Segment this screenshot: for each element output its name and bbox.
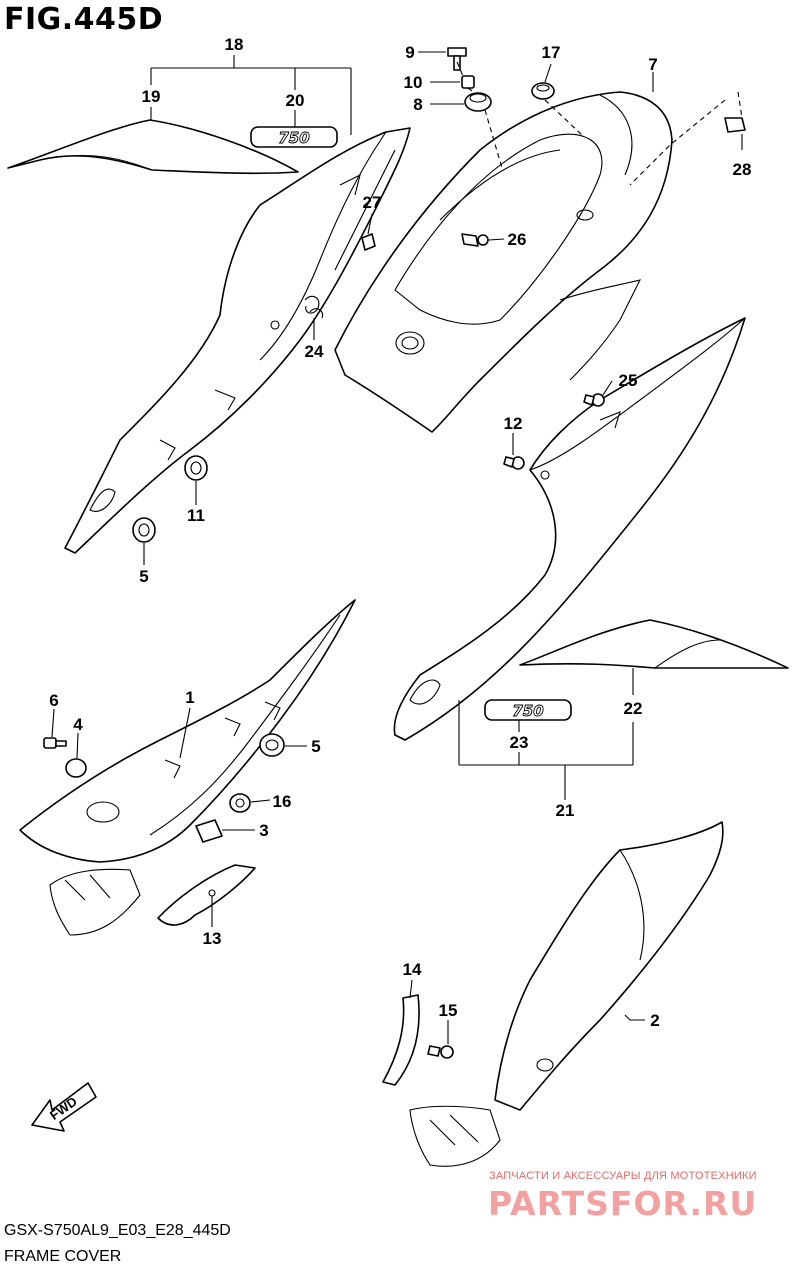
part-21-right-cover <box>393 317 746 741</box>
part-18-left-cover <box>64 127 411 554</box>
callout-13: 13 <box>203 929 222 948</box>
diagram-name: FRAME COVER <box>4 1248 122 1265</box>
part-4-collar <box>65 758 87 778</box>
callout-12: 12 <box>504 414 523 433</box>
part-24-clip <box>304 295 324 319</box>
leader-lines <box>51 51 743 1044</box>
callout-19: 19 <box>142 87 161 106</box>
callout-5-upper: 5 <box>139 567 148 586</box>
part-5-grommet-upper <box>132 517 156 543</box>
callout-labels: 18 19 20 9 10 8 17 7 28 27 26 24 25 12 1… <box>49 35 751 1030</box>
badge-23-text: 750 <box>512 702 543 720</box>
callout-21: 21 <box>556 801 575 820</box>
callout-15: 15 <box>439 1001 458 1020</box>
part-9-screw <box>447 47 467 71</box>
hardware <box>43 47 746 1059</box>
callout-27: 27 <box>363 193 382 212</box>
part-6-bolt <box>43 737 67 749</box>
callout-17: 17 <box>542 43 561 62</box>
part-14-stay <box>382 994 420 1086</box>
callout-9: 9 <box>405 43 414 62</box>
callout-8: 8 <box>413 95 422 114</box>
callout-1: 1 <box>185 688 194 707</box>
callout-2: 2 <box>650 1011 659 1030</box>
callout-4: 4 <box>73 715 83 734</box>
callout-18: 18 <box>225 35 244 54</box>
part-5-grommet-lower <box>259 733 285 757</box>
callout-3: 3 <box>259 821 268 840</box>
callout-14: 14 <box>403 960 422 979</box>
callout-26: 26 <box>508 230 527 249</box>
part-2-lower-right-cover <box>409 821 724 1167</box>
part-20-badge: 750 <box>250 126 338 148</box>
part-12-screw <box>503 456 525 470</box>
callout-20: 20 <box>286 91 305 110</box>
callout-7: 7 <box>648 55 657 74</box>
callout-23: 23 <box>510 733 529 752</box>
fwd-arrow: FWD <box>31 1082 97 1132</box>
callout-24: 24 <box>305 342 324 361</box>
watermark-tagline: ЗАПЧАСТИ И АКСЕССУАРЫ ДЛЯ МОТОТЕХНИКИ <box>489 1170 757 1182</box>
part-16-cushion <box>229 793 251 813</box>
callout-5-lower: 5 <box>311 737 320 756</box>
watermark-brand: PARTSFOR.RU <box>488 1184 758 1223</box>
part-28-clip <box>724 117 746 133</box>
callout-16: 16 <box>273 792 292 811</box>
part-13-bracket <box>157 864 256 926</box>
part-26-rivet <box>461 233 489 247</box>
part-27-pad <box>361 233 376 251</box>
part-11-grommet <box>184 455 208 481</box>
part-8-cushion <box>464 92 492 112</box>
callout-6: 6 <box>49 691 58 710</box>
figure-title: FIG.445D <box>4 2 164 37</box>
badge-20-text: 750 <box>278 129 309 147</box>
part-22-decal-right <box>519 619 789 669</box>
diagram-code: GSX-S750AL9_E03_E28_445D <box>4 1222 231 1239</box>
part-10-collar <box>461 75 475 89</box>
part-3-pad <box>195 819 223 843</box>
part-7-tail-cover <box>334 91 673 433</box>
callout-22: 22 <box>624 699 643 718</box>
part-15-screw <box>427 1045 454 1059</box>
part-23-badge: 750 <box>484 699 572 721</box>
part-19-decal-left <box>7 119 299 175</box>
callout-10: 10 <box>404 73 423 92</box>
part-25-screw <box>583 393 605 407</box>
part-1-lower-left-cover <box>19 599 356 936</box>
callout-25: 25 <box>619 371 638 390</box>
part-17-cushion <box>531 82 555 100</box>
callout-28: 28 <box>733 160 752 179</box>
callout-11: 11 <box>187 506 205 525</box>
